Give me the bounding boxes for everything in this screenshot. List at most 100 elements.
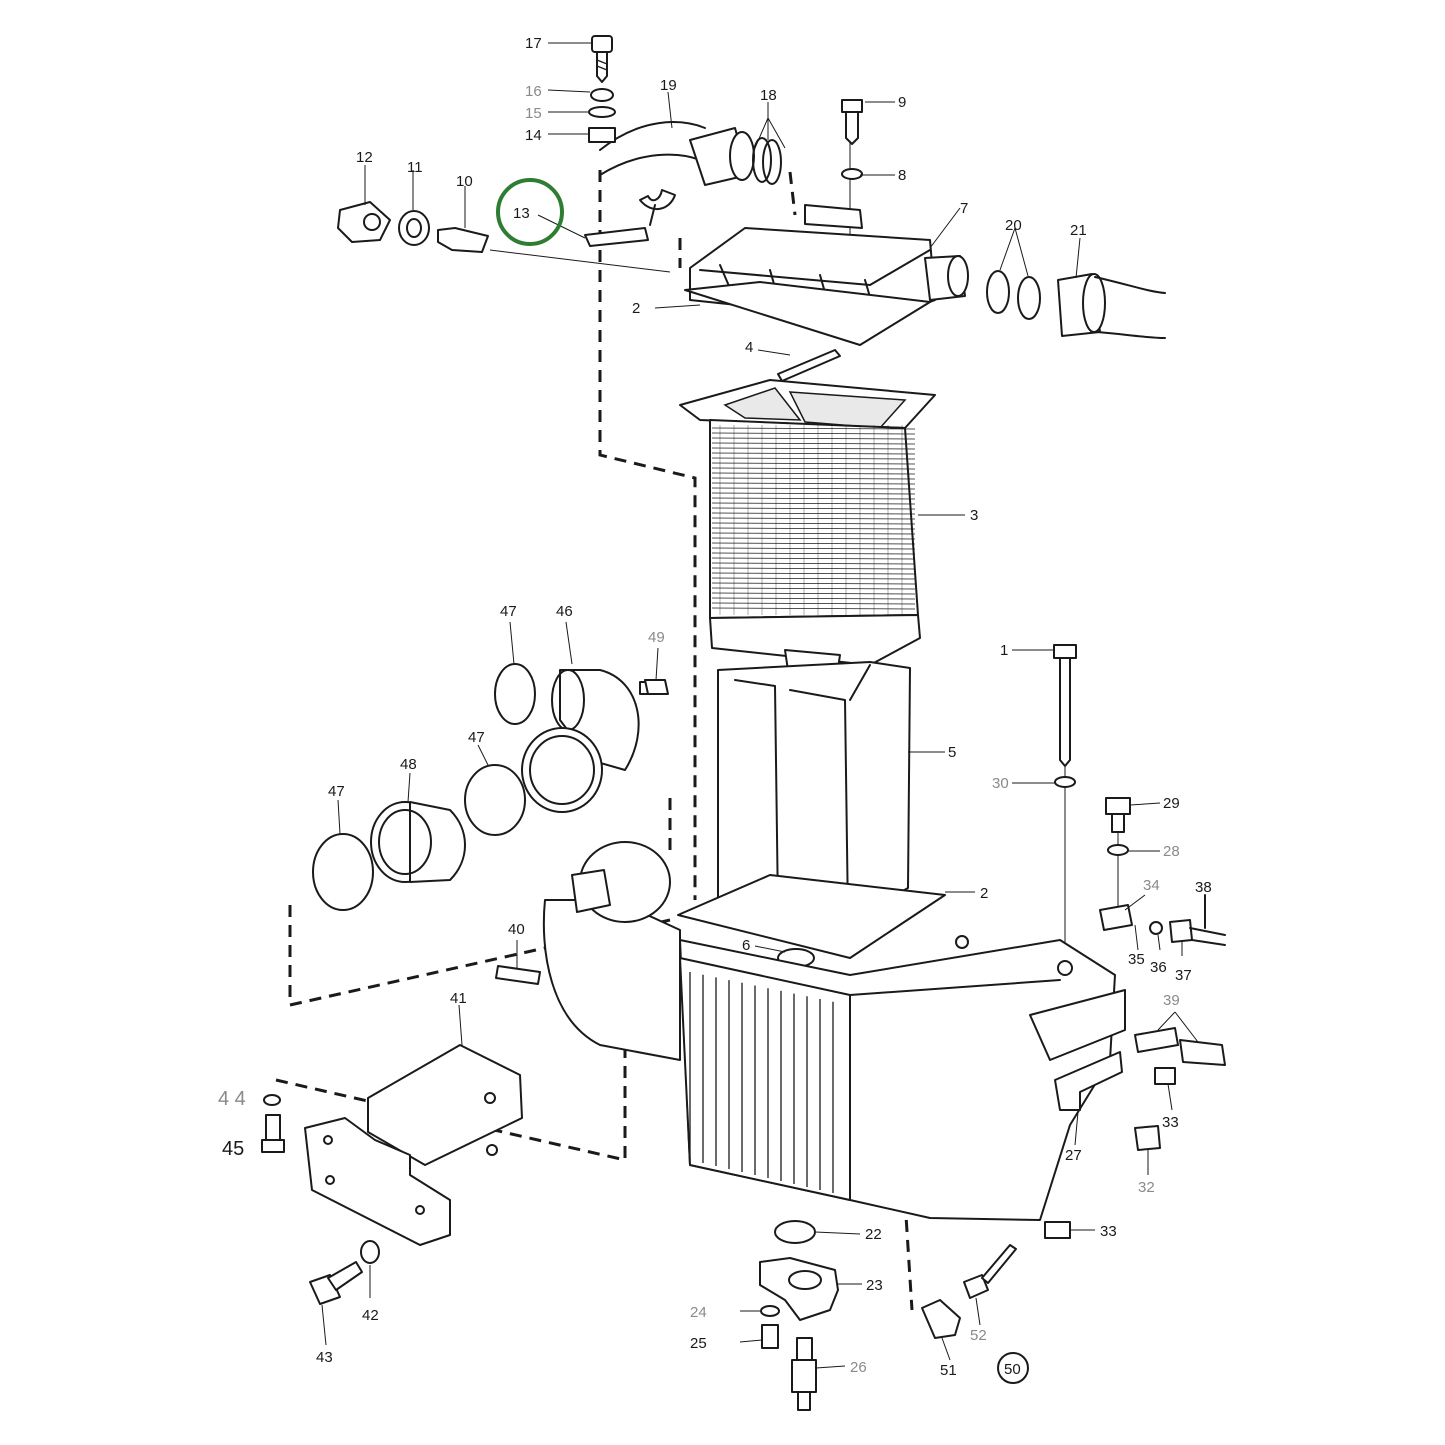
label-19: 19 [660,77,677,94]
stud-40 [495,965,541,985]
hose-connector [521,727,603,813]
label-33-lower: 33 [1100,1223,1117,1240]
label-12: 12 [356,149,373,166]
label-22: 22 [865,1226,882,1243]
label-4: 4 [745,339,753,356]
label-10: 10 [456,173,473,190]
label-6: 6 [742,937,750,954]
plug-12 [337,201,391,243]
label-36: 36 [1150,959,1167,976]
screw-33-lower [1044,1221,1071,1239]
ring-47-top [494,663,536,725]
label-2-upper: 2 [632,300,640,317]
drain-valve-26 [791,1337,817,1411]
label-46: 46 [556,603,573,620]
label-51: 51 [940,1362,957,1379]
hose-48 [370,801,466,883]
label-44: 4 4 [218,1088,246,1110]
label-8: 8 [898,167,906,184]
ring-47-mid [464,764,526,836]
label-35: 35 [1128,951,1145,968]
label-52: 52 [970,1327,987,1344]
hose-21 [1057,273,1166,339]
flange-23 [759,1257,839,1321]
label-25: 25 [690,1335,707,1352]
label-21: 21 [1070,222,1087,239]
ref-circle-50 [997,1352,1029,1384]
label-42: 42 [362,1307,379,1324]
bolt-1 [1053,644,1077,767]
label-26: 26 [850,1359,867,1376]
label-37: 37 [1175,967,1192,984]
bracket-13 [584,189,676,247]
hose-19 [599,121,755,186]
label-7: 7 [960,200,968,217]
label-48: 48 [400,756,417,773]
highlight-circle [496,178,564,246]
label-30: 30 [992,775,1009,792]
inlet-elbow [542,841,681,1061]
bracket-27 [1054,1051,1123,1111]
label-27: 27 [1065,1147,1082,1164]
bolt-17 [591,35,613,83]
washer-30 [1054,776,1076,788]
fitting-34-37 [1099,894,1226,946]
label-47-top: 47 [500,603,517,620]
plug-32 [1134,1125,1161,1151]
label-17: 17 [525,35,542,52]
label-5: 5 [948,744,956,761]
fitting-52 [963,1244,1017,1299]
label-13: 13 [513,205,530,222]
bolt-43 [309,1261,363,1305]
label-43: 43 [316,1349,333,1366]
label-47-mid: 47 [468,729,485,746]
label-33-upper: 33 [1162,1114,1179,1131]
label-24: 24 [690,1304,707,1321]
washer-16 [590,88,614,102]
label-28: 28 [1163,843,1180,860]
gasket-2-lower [677,874,946,959]
label-29: 29 [1163,795,1180,812]
label-15: 15 [525,105,542,122]
label-2-lower: 2 [980,885,988,902]
label-32: 32 [1138,1179,1155,1196]
label-40: 40 [508,921,525,938]
label-41: 41 [450,990,467,1007]
bolt-25 [761,1324,779,1349]
housing-fins [689,972,834,1193]
label-11: 11 [407,159,423,176]
o-ring-22 [774,1220,816,1244]
bolt-49 [644,679,669,695]
label-18: 18 [760,87,777,104]
washer-44 [263,1094,281,1106]
washer-15 [588,106,616,118]
label-39: 39 [1163,992,1180,1009]
sensors-39 [1134,1027,1226,1066]
washer-24 [760,1305,780,1317]
label-20: 20 [1005,217,1022,234]
bolt-9 [841,99,863,145]
label-1: 1 [1000,642,1008,659]
label-47-low: 47 [328,783,345,800]
core-fins [711,425,916,615]
bracket-41 [304,1044,523,1246]
lower-housing [679,935,1126,1221]
label-3: 3 [970,507,978,524]
gasket-2-upper [684,281,931,346]
label-16: 16 [525,83,542,100]
washer-28 [1107,844,1129,856]
leader-lines [321,42,1199,1369]
label-9: 9 [898,94,906,111]
label-14: 14 [525,127,542,144]
label-34: 34 [1143,877,1160,894]
bolt-45 [261,1114,285,1153]
washer-11 [398,210,430,246]
rod-4 [777,349,841,382]
spacer-14 [588,127,616,143]
cooler-core-3 [679,379,936,689]
o-rings-20 [986,270,1041,320]
ring-47-low [312,833,374,911]
elbow-51 [921,1299,961,1339]
label-49: 49 [648,629,665,646]
